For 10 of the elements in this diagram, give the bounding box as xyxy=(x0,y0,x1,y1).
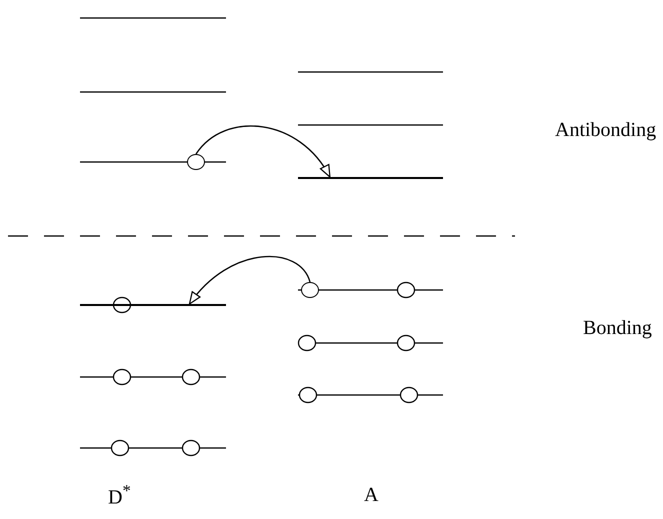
arrow xyxy=(188,256,311,305)
arrow xyxy=(196,125,330,178)
axis-label: D$^{*}$ xyxy=(108,483,131,508)
axis-label: A xyxy=(364,485,378,505)
region-label: Antibonding xyxy=(555,120,656,140)
region-label: Bonding xyxy=(583,318,652,338)
energy-level-line xyxy=(80,304,226,306)
electron-circle xyxy=(187,154,205,170)
energy-level-line xyxy=(298,177,443,179)
electron-circle xyxy=(301,282,319,298)
